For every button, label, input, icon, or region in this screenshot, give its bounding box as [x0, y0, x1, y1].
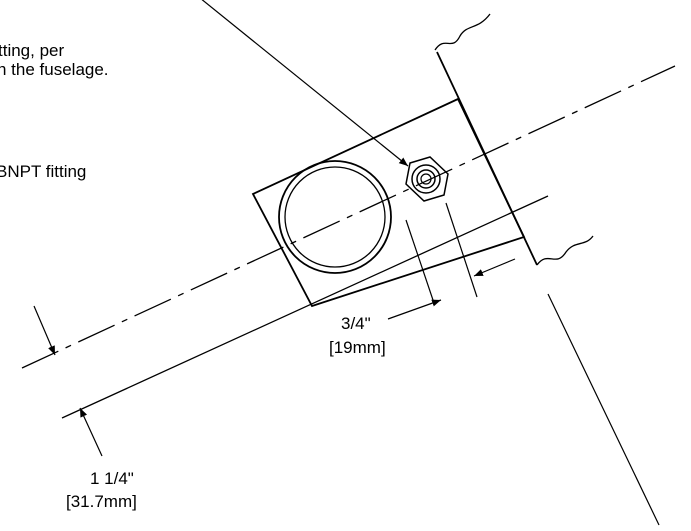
dim-arrow-right [473, 258, 516, 277]
fitting-note: BNPT fitting [0, 162, 86, 181]
offset-dimension-metric: [19mm] [329, 338, 386, 357]
mounting-plate [251, 97, 526, 308]
npt-fitting-hex [405, 156, 449, 202]
fitting-leader-line [201, 0, 409, 167]
centerline [21, 65, 676, 369]
offset-dimension-imperial: 3/4" [341, 314, 371, 333]
dim-extension-left [405, 219, 435, 304]
spacing-dimension-metric: [31.7mm] [66, 492, 137, 511]
reference-line-right [547, 293, 660, 526]
spacing-dimension-imperial: 1 1/4" [90, 469, 134, 488]
npt-fitting-ring-outer [411, 164, 441, 194]
port-outer-circle [278, 160, 392, 274]
dim-extension-right [445, 202, 478, 298]
dim-arrow-bottom [79, 407, 103, 457]
reference-line-lower [61, 195, 549, 419]
npt-fitting-ring-inner [420, 173, 432, 185]
dim-arrow-left [387, 299, 442, 320]
dim-arrow-top [33, 305, 56, 356]
fuselage-break-bottom [536, 235, 594, 266]
port-inner-circle [284, 166, 386, 268]
fuselage-break-top [434, 13, 491, 51]
note-text-line1: tting, per [0, 41, 64, 60]
npt-fitting-ring-mid [416, 169, 436, 189]
note-text-line2: n the fuselage. [0, 60, 109, 79]
